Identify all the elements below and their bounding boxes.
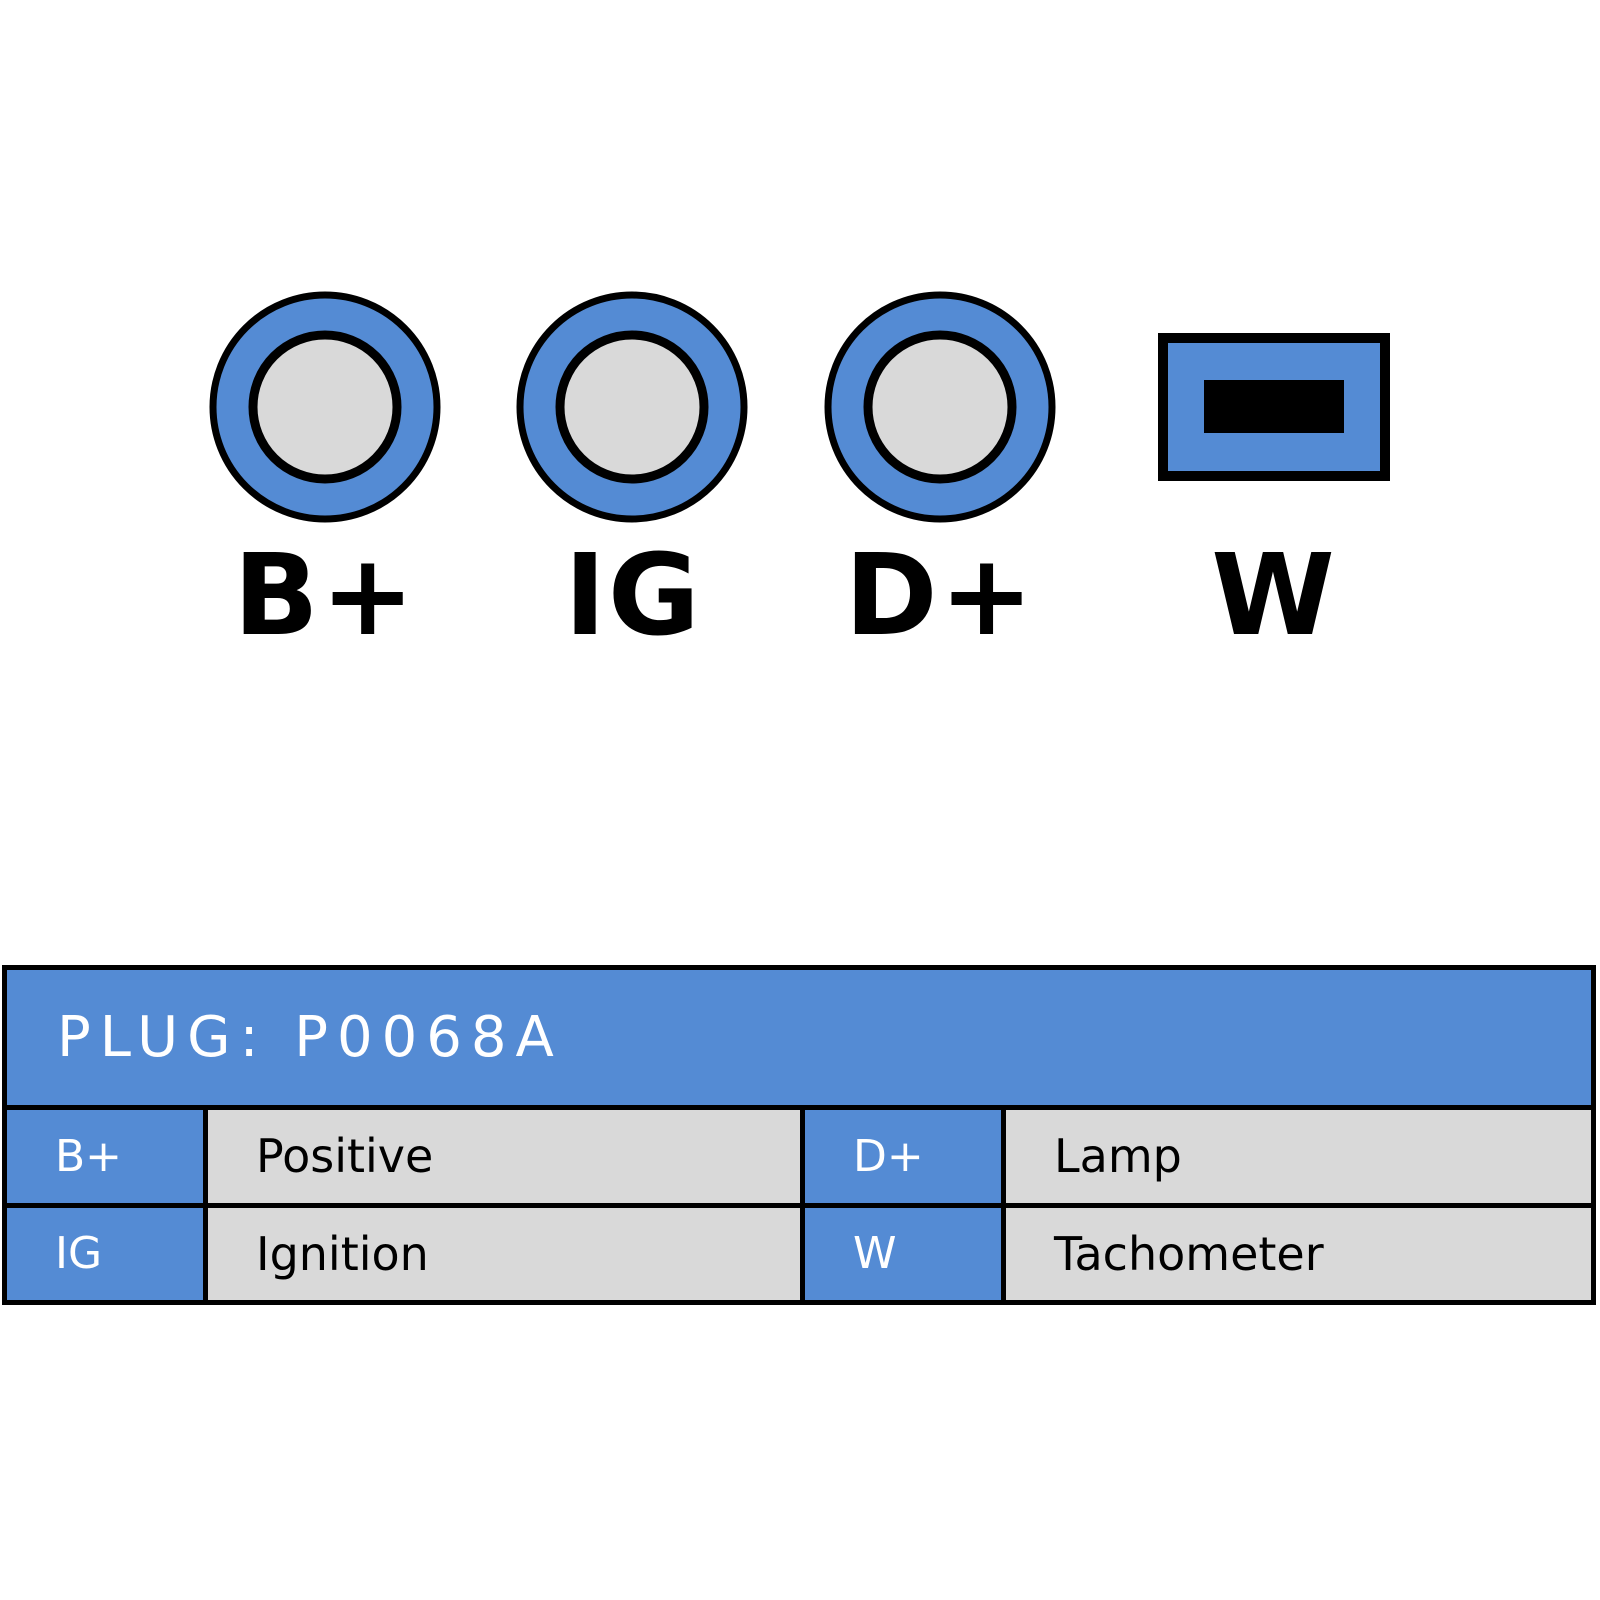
- round-terminal-icon: [516, 291, 748, 523]
- pin-description-cell: Tachometer: [1006, 1207, 1591, 1300]
- pin-code-cell: D+: [805, 1110, 1001, 1203]
- pin-label-b-plus: B+: [233, 531, 417, 661]
- pin-description-cell: Ignition: [208, 1207, 800, 1300]
- terminal-housing: [1158, 333, 1390, 481]
- pin-code-cell: IG: [7, 1207, 203, 1300]
- blade-terminal-icon: [1158, 333, 1390, 481]
- pin-label-w: W: [1211, 531, 1337, 661]
- blade-pin: [1204, 380, 1344, 433]
- plug-title: PLUG: P0068A: [7, 970, 1591, 1105]
- terminal-pin: [863, 330, 1017, 484]
- pin-label-ig: IG: [564, 531, 702, 661]
- pin-description-cell: Lamp: [1006, 1110, 1591, 1203]
- round-terminal-icon: [209, 291, 441, 523]
- pin-code-cell: B+: [7, 1110, 203, 1203]
- pin-description-cell: Positive: [208, 1110, 800, 1203]
- plug-pinout-table: PLUG: P0068A B+ Positive D+ Lamp IG Igni…: [2, 965, 1596, 1305]
- pin-code-cell: W: [805, 1207, 1001, 1300]
- terminal-pin: [555, 330, 709, 484]
- pin-label-d-plus: D+: [844, 531, 1036, 661]
- terminal-pin: [248, 330, 402, 484]
- round-terminal-icon: [824, 291, 1056, 523]
